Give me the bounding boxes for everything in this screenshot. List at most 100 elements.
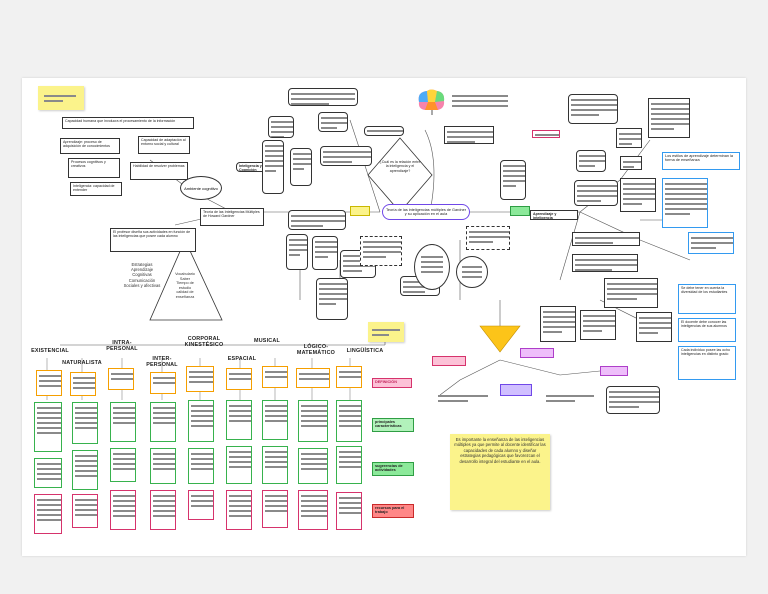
category-existencial: EXISTENCIAL xyxy=(31,348,69,354)
right-note-2: El docente debe conocer las inteligencia… xyxy=(678,318,736,342)
def-box-naturalista xyxy=(70,372,96,396)
intro-box-3: Capacidad de adaptación al entorno socia… xyxy=(138,136,190,154)
act-box-5 xyxy=(188,448,214,484)
right-note-1: Se debe tener en cuenta la diversidad de… xyxy=(678,284,736,314)
magenta-label-1 xyxy=(432,356,466,366)
def-box-espacial xyxy=(226,368,252,390)
def-box-logico xyxy=(296,368,330,388)
intro-box-6: Inteligencia: capacidad de entender xyxy=(70,182,122,196)
category-espacial: ESPACIAL xyxy=(227,356,257,362)
char-box-8 xyxy=(298,400,328,442)
oval-1 xyxy=(414,244,450,290)
res-box-7 xyxy=(262,490,288,528)
right-box-6 xyxy=(616,128,642,148)
right-mid-box-2 xyxy=(540,306,576,342)
res-box-4 xyxy=(150,490,176,530)
act-box-8 xyxy=(298,448,328,484)
char-box-3 xyxy=(110,402,136,442)
brain-icon xyxy=(415,88,447,116)
category-musical: MUSICAL xyxy=(254,338,280,344)
lower-right-lines-2 xyxy=(546,392,594,405)
center-box-b xyxy=(268,116,294,138)
teacher-description-box: El profesor diseña sus actividades en fu… xyxy=(110,228,196,252)
bottom-sticky-note: Es importante la enseñanza de las inteli… xyxy=(450,434,550,510)
act-box-9 xyxy=(336,446,362,484)
act-box-3 xyxy=(110,448,136,482)
char-box-2 xyxy=(72,402,98,444)
purple-label-1 xyxy=(520,348,554,358)
res-box-8 xyxy=(298,490,328,530)
def-box-existencial xyxy=(36,370,62,396)
intro-box-4: Procesos cognitivos y creativos xyxy=(68,158,120,178)
main-topic-node: Teoría de las inteligencias múltiples de… xyxy=(382,204,470,220)
dashed-box-2 xyxy=(466,226,510,250)
center-box-f xyxy=(262,140,284,194)
tag-principales: principales características xyxy=(372,418,414,432)
lower-right-box xyxy=(606,386,660,414)
act-box-1 xyxy=(34,458,62,488)
dashed-box-3 xyxy=(444,126,494,144)
topic-marker-right xyxy=(510,206,530,216)
char-box-5 xyxy=(188,400,214,442)
right-long-box-2 xyxy=(572,254,638,272)
center-box-d xyxy=(364,126,404,136)
res-box-1 xyxy=(34,494,62,534)
purple-label-2 xyxy=(600,366,628,376)
center-box-a xyxy=(288,88,358,106)
category-interpersonal: INTER-PERSONAL xyxy=(146,356,178,368)
def-box-corporal xyxy=(186,366,214,392)
oval-2 xyxy=(456,256,488,288)
act-box-6 xyxy=(226,446,252,484)
res-box-6 xyxy=(226,490,252,530)
intro-box-2: Aprendizaje: proceso de adquisición de c… xyxy=(60,138,120,154)
right-box-2 xyxy=(532,130,560,138)
ambiente-cognitivo-oval: Ambiente cognitivo xyxy=(180,176,222,200)
center-box-h xyxy=(288,210,346,230)
category-naturalista: NATURALISTA xyxy=(62,360,102,366)
def-box-intrapersonal xyxy=(108,368,134,390)
intro-box-1: Capacidad humana que involucra el proces… xyxy=(62,117,194,129)
sticky-note-top-left xyxy=(38,86,84,110)
def-box-interpersonal xyxy=(150,372,176,394)
purple-label-3 xyxy=(500,384,532,396)
topic-marker-left xyxy=(350,206,370,216)
center-box-j xyxy=(312,236,338,270)
right-mid-box-4 xyxy=(636,312,672,342)
char-box-7 xyxy=(262,400,288,440)
res-box-3 xyxy=(110,490,136,530)
tag-sugerencias: sugerencias de actividades xyxy=(372,462,414,476)
right-box-1 xyxy=(500,160,526,200)
center-box-c xyxy=(318,112,348,132)
center-sticky xyxy=(368,322,404,342)
char-box-6 xyxy=(226,400,252,440)
right-long-box-1 xyxy=(572,232,640,246)
def-box-musical xyxy=(262,366,288,388)
res-box-5 xyxy=(188,490,214,520)
right-box-4 xyxy=(576,150,606,172)
center-box-e xyxy=(320,146,372,166)
right-sticky-top: Los estilos de aprendizaje determinan la… xyxy=(662,152,740,170)
char-box-9 xyxy=(336,400,362,442)
gardner-theory-box: Teoría de las Inteligencias Múltiples de… xyxy=(200,208,264,226)
intro-box-5: Habilidad de resolver problemas xyxy=(130,162,188,180)
act-box-4 xyxy=(150,448,176,484)
category-logico: LÓGICO-MATEMÁTICO xyxy=(296,344,336,356)
right-box-5 xyxy=(574,180,618,206)
category-linguistica: LINGÜÍSTICA xyxy=(346,348,384,354)
category-intrapersonal: INTRA-PERSONAL xyxy=(106,340,138,352)
right-box-8 xyxy=(620,156,642,170)
right-blue-box xyxy=(662,178,708,228)
top-center-text-lines xyxy=(452,92,508,110)
def-box-linguistica xyxy=(336,366,362,388)
res-box-2 xyxy=(72,494,98,528)
right-box-3 xyxy=(568,94,618,124)
right-box-9 xyxy=(620,178,656,212)
tag-definicion: DEFINICIÓN xyxy=(372,378,412,388)
question-diamond-text: ¿Cuál es la relación entre la inteligenc… xyxy=(379,160,421,173)
char-box-4 xyxy=(150,402,176,442)
center-box-k xyxy=(316,278,348,320)
right-note-3: Cada individuo posee las ocho inteligenc… xyxy=(678,346,736,380)
act-box-7 xyxy=(262,446,288,484)
